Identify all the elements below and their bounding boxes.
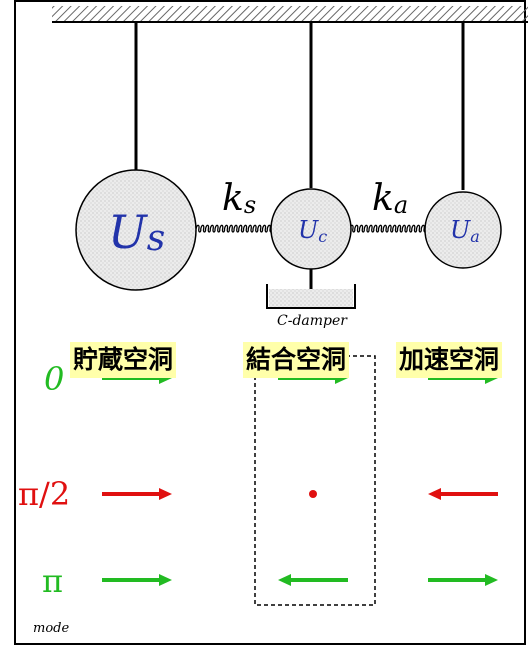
mode-1-accel-arrow	[428, 488, 498, 500]
mode-2-storage-arrow	[102, 574, 172, 586]
coupling-mode-box	[254, 355, 376, 606]
mode-2-accel-arrow	[428, 574, 498, 586]
damper-cup	[266, 284, 356, 309]
cavity-accel	[424, 191, 502, 269]
diagram-frame	[14, 0, 526, 645]
cavity-label-coupling: Uc	[298, 216, 327, 246]
ceiling	[52, 6, 528, 22]
mode-1-storage-arrow	[102, 488, 172, 500]
damper-label: C-damper	[277, 313, 348, 329]
mode-arrows	[102, 372, 498, 586]
mode-label-pi: π	[42, 562, 63, 600]
mode-label-half-pi: π/2	[18, 475, 70, 513]
spring-ka	[349, 224, 427, 233]
mode-2-coupling-arrow	[278, 574, 348, 586]
cavity-label-accel: Ua	[450, 216, 480, 246]
mode-label-0: 0	[44, 360, 64, 398]
cavity-name-storage: 貯蔵空洞	[70, 342, 177, 378]
spring-ks	[195, 224, 273, 233]
cavity-storage	[75, 169, 197, 291]
cavity-label-storage: Us	[108, 205, 165, 259]
cavity-name-accel: 加速空洞	[396, 342, 503, 378]
spring-label-ks: ks	[222, 178, 256, 219]
cavity-name-coupling: 結合空洞	[243, 342, 350, 378]
mode-1-coupling-node	[309, 490, 317, 498]
spring-label-ka: ka	[372, 178, 408, 219]
mode-axis-label: mode	[33, 621, 69, 636]
damper-fluid	[269, 289, 353, 307]
